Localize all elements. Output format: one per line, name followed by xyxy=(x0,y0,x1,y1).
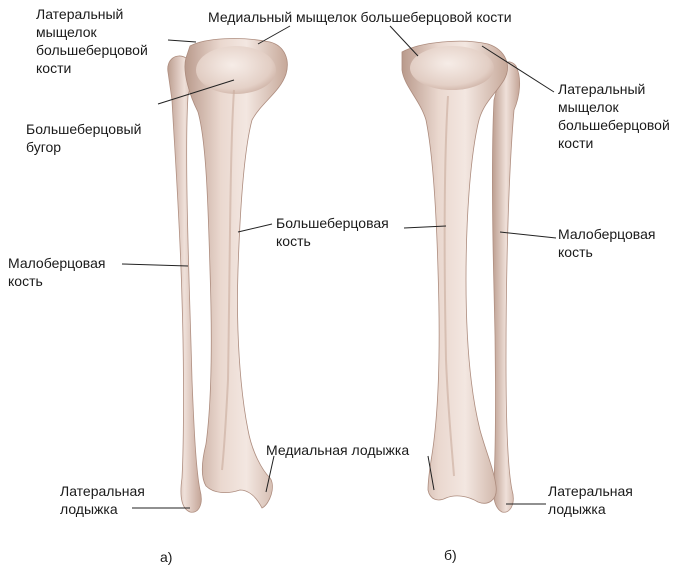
leader-fibula-a xyxy=(121,263,189,267)
label-fibula-b: Малоберцовая кость xyxy=(558,226,656,260)
label-medial-malleolus: Медиальная лодыжка xyxy=(266,442,410,458)
leader-medial-condyle-b xyxy=(389,25,419,57)
leader-lateral-condyle-b xyxy=(481,45,555,93)
leader-tibial-tuberosity xyxy=(157,79,235,105)
label-medial-condyle: Медиальный мыщелок большеберцовой кости xyxy=(208,9,512,25)
fibula-b-shape xyxy=(492,61,520,513)
label-lateral-malleolus-b: Латеральная лодыжка xyxy=(548,483,633,517)
tibia-a-shape xyxy=(184,38,288,509)
tibia-b-ridge xyxy=(443,95,455,477)
label-fibula-a: Малоберцовая кость xyxy=(8,255,106,289)
caption-b: б) xyxy=(444,547,457,563)
label-tibia-a: Большеберцовая кость xyxy=(276,215,389,249)
caption-a: а) xyxy=(160,549,173,565)
leader-lateral-condyle-a xyxy=(167,39,197,43)
leader-lines xyxy=(121,25,557,509)
tibia-b-condyle-highlight xyxy=(410,46,494,90)
leader-medial-malleolus xyxy=(265,455,275,493)
leader-tibia-b xyxy=(403,225,447,229)
label-lateral-malleolus-a: Латеральная лодыжка xyxy=(60,483,145,517)
leader-medial-malleolus-b xyxy=(427,455,435,491)
figure-b xyxy=(401,40,520,513)
label-tibial-tuberosity: Большеберцовый бугор xyxy=(26,121,142,155)
label-lateral-condyle-a: Латеральный мыщелок большеберцовой кости xyxy=(36,6,148,76)
tibia-b-shape xyxy=(401,40,508,504)
leader-medial-condyle-a xyxy=(257,25,291,45)
label-lateral-condyle-b: Латеральный мыщелок большеберцовой кости xyxy=(558,81,670,151)
tibia-a-condyle-highlight xyxy=(196,46,276,94)
figure-a xyxy=(167,38,288,513)
fibula-a-shape xyxy=(167,55,202,513)
tibia-a-crest xyxy=(221,89,235,471)
leader-tibia-a xyxy=(237,223,273,233)
leader-fibula-b xyxy=(499,231,557,239)
